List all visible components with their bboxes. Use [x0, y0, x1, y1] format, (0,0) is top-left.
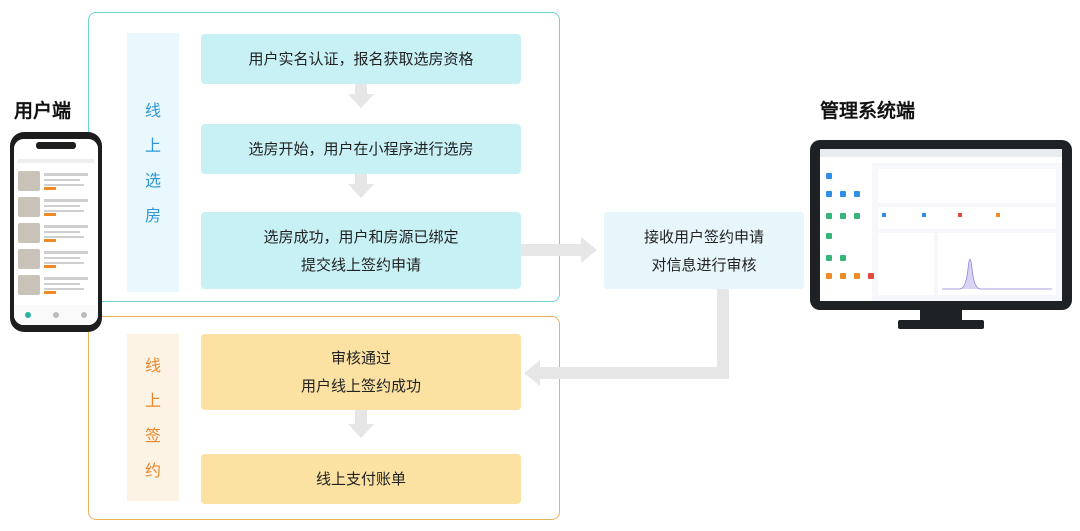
step-start-selection: 选房开始，用户在小程序进行选房 [201, 124, 521, 174]
admin-box-line1: 接收用户签约申请 [643, 227, 764, 246]
admin-dashboard-screen [820, 149, 1062, 301]
arrow-left-head [524, 360, 540, 386]
flow-arrow-down [348, 184, 374, 198]
online-selection-label-char: 选 [144, 170, 161, 190]
return-arrow-vertical [717, 289, 729, 379]
flow-arrow-shaft [355, 410, 367, 424]
admin-box-line2: 对信息进行审核 [651, 255, 757, 274]
admin-dashboard-thumbnail [820, 149, 1062, 301]
arrow-to-admin-shaft [521, 244, 581, 256]
mobile-app-screen [14, 139, 98, 325]
flow-arrow-down [348, 424, 374, 438]
step-text-line2: 提交线上签约申请 [300, 255, 421, 274]
online-signing-label-char: 约 [144, 460, 161, 480]
step-text: 选房开始，用户在小程序进行选房 [248, 140, 474, 158]
online-signing-label-char: 线 [144, 355, 161, 375]
step-realname-auth: 用户实名认证，报名获取选房资格 [201, 34, 521, 84]
monitor-base [898, 320, 984, 329]
step-text-line1: 审核通过 [330, 349, 391, 367]
online-signing-label-char: 上 [144, 390, 161, 410]
step-online-payment: 线上支付账单 [201, 454, 521, 504]
flow-arrow-down [348, 94, 374, 108]
arrow-right-head [581, 237, 597, 263]
mobile-app-thumbnail [14, 139, 98, 325]
step-review-approved: 审核通过 用户线上签约成功 [201, 334, 521, 410]
online-selection-label: 线 上 选 房 [127, 33, 179, 292]
admin-review-box: 接收用户签约申请 对信息进行审核 [604, 212, 804, 289]
step-text-line1: 选房成功，用户和房源已绑定 [263, 227, 459, 246]
flow-arrow-shaft [355, 174, 367, 184]
flow-arrow-shaft [355, 84, 367, 94]
online-selection-label-char: 线 [144, 100, 161, 120]
step-selection-success: 选房成功，用户和房源已绑定 提交线上签约申请 [201, 212, 521, 289]
admin-side-title: 管理系统端 [820, 100, 916, 122]
online-signing-frame [88, 316, 560, 520]
online-selection-label-char: 上 [144, 135, 161, 155]
step-text: 线上支付账单 [315, 470, 406, 488]
online-signing-label-char: 签 [144, 425, 161, 445]
user-side-title: 用户端 [14, 100, 72, 122]
step-text: 用户实名认证，报名获取选房资格 [248, 50, 474, 68]
online-selection-label-char: 房 [144, 205, 161, 225]
return-arrow-horizontal [540, 367, 729, 379]
step-text-line2: 用户线上签约成功 [300, 377, 421, 395]
online-signing-label: 线 上 签 约 [127, 334, 179, 501]
